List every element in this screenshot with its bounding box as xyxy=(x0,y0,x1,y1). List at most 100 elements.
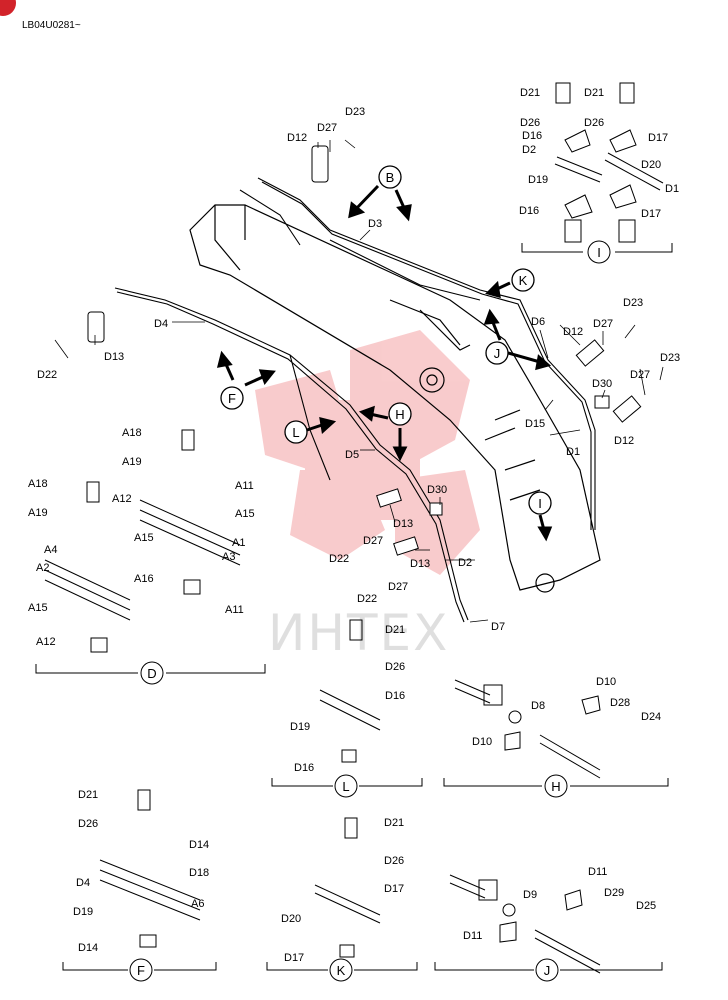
svg-text:D21: D21 xyxy=(78,789,98,801)
callout-markers xyxy=(220,165,552,515)
document-code: LB04U0281~ xyxy=(22,20,81,31)
svg-text:D21: D21 xyxy=(520,87,540,99)
main-part-labels: D12 D27 D23 D3 D4 D13 D22 D5 D30 D13 D22… xyxy=(37,106,680,633)
svg-text:A15: A15 xyxy=(134,532,154,544)
svg-text:K: K xyxy=(337,963,346,978)
svg-text:D11: D11 xyxy=(463,930,482,942)
svg-text:D16: D16 xyxy=(519,205,539,217)
svg-text:A15: A15 xyxy=(235,508,255,520)
svg-text:D21: D21 xyxy=(385,624,405,636)
svg-text:A12: A12 xyxy=(112,493,132,505)
svg-text:D24: D24 xyxy=(641,711,661,723)
svg-text:D27: D27 xyxy=(317,122,337,134)
svg-text:D1: D1 xyxy=(665,183,679,195)
svg-text:A11: A11 xyxy=(235,480,254,492)
svg-text:D14: D14 xyxy=(78,942,98,954)
callout-J xyxy=(485,341,509,365)
svg-text:D27: D27 xyxy=(593,318,613,330)
watermark-text: ИНТЕХ xyxy=(268,604,450,662)
svg-text:D12: D12 xyxy=(563,326,583,338)
svg-text:D4: D4 xyxy=(76,877,90,889)
detail-view-H: H D10 D28 D24 D8 D10 xyxy=(443,676,669,798)
svg-text:D: D xyxy=(147,666,156,681)
svg-text:D22: D22 xyxy=(37,369,57,381)
callout-B xyxy=(378,165,402,189)
svg-text:D20: D20 xyxy=(281,913,301,925)
svg-text:D11: D11 xyxy=(588,866,607,878)
svg-text:L: L xyxy=(342,779,349,794)
svg-text:D23: D23 xyxy=(345,106,365,118)
svg-text:D26: D26 xyxy=(385,661,405,673)
svg-text:D26: D26 xyxy=(584,117,604,129)
svg-text:D1: D1 xyxy=(566,446,580,458)
detail-view-F: F D21 D26 D14 D18 D4 A6 D19 D14 xyxy=(62,789,217,982)
svg-text:I: I xyxy=(597,245,601,260)
svg-text:D26: D26 xyxy=(384,855,404,867)
svg-text:D17: D17 xyxy=(641,208,661,220)
callout-K xyxy=(511,268,535,292)
svg-text:A19: A19 xyxy=(122,456,142,468)
svg-text:D26: D26 xyxy=(520,117,540,129)
svg-text:D16: D16 xyxy=(522,130,542,142)
svg-text:D4: D4 xyxy=(154,318,168,330)
svg-text:D16: D16 xyxy=(385,690,405,702)
svg-text:D21: D21 xyxy=(384,817,404,829)
page-corner-badge xyxy=(0,0,16,16)
svg-text:D17: D17 xyxy=(384,883,404,895)
direction-arrows xyxy=(216,184,553,542)
svg-text:D10: D10 xyxy=(472,736,492,748)
detail-view-J: J D11 D9 D29 D25 D11 xyxy=(434,866,663,982)
svg-text:A1: A1 xyxy=(232,537,245,549)
svg-text:D23: D23 xyxy=(623,297,643,309)
svg-text:D6: D6 xyxy=(531,316,545,328)
svg-text:D28: D28 xyxy=(610,697,630,709)
svg-text:D17: D17 xyxy=(648,132,668,144)
svg-text:D14: D14 xyxy=(189,839,209,851)
svg-text:D18: D18 xyxy=(189,867,209,879)
callout-letters: B K J F L H I xyxy=(228,170,542,511)
svg-text:D3: D3 xyxy=(368,218,382,230)
svg-text:H: H xyxy=(551,779,560,794)
boom-assembly xyxy=(189,204,601,593)
svg-text:D5: D5 xyxy=(345,449,359,461)
watermark-logo xyxy=(255,330,480,575)
svg-text:D10: D10 xyxy=(596,676,616,688)
svg-text:D12: D12 xyxy=(614,435,634,447)
svg-text:D25: D25 xyxy=(636,900,656,912)
svg-text:B: B xyxy=(386,170,395,185)
detail-view-I: I D21 D21 D26 D26 D16 D17 D2 D20 D19 D1 … xyxy=(519,82,679,264)
svg-text:J: J xyxy=(544,963,551,978)
svg-text:D13: D13 xyxy=(104,351,124,363)
svg-text:D13: D13 xyxy=(393,518,413,530)
svg-text:H: H xyxy=(395,407,404,422)
svg-text:D8: D8 xyxy=(531,700,545,712)
svg-text:D16: D16 xyxy=(294,762,314,774)
svg-text:D21: D21 xyxy=(584,87,604,99)
callout-H xyxy=(388,402,412,426)
svg-text:D23: D23 xyxy=(660,352,680,364)
svg-text:A6: A6 xyxy=(191,898,204,910)
detail-view-L: L D21 D26 D16 D19 D16 xyxy=(271,619,423,798)
svg-text:D2: D2 xyxy=(522,144,536,156)
svg-text:D19: D19 xyxy=(73,906,93,918)
svg-text:D30: D30 xyxy=(427,484,447,496)
svg-text:D27: D27 xyxy=(388,581,408,593)
svg-text:D27: D27 xyxy=(363,535,383,547)
svg-text:D20: D20 xyxy=(641,159,661,171)
svg-text:A3: A3 xyxy=(222,551,235,563)
svg-text:D26: D26 xyxy=(78,818,98,830)
svg-text:D2: D2 xyxy=(458,557,472,569)
svg-text:D9: D9 xyxy=(523,889,537,901)
svg-text:K: K xyxy=(519,273,528,288)
svg-text:D27: D27 xyxy=(630,369,650,381)
detail-view-K: K D21 D26 D17 D20 D17 xyxy=(266,817,418,982)
svg-text:A19: A19 xyxy=(28,507,48,519)
svg-text:D29: D29 xyxy=(604,887,624,899)
svg-text:A18: A18 xyxy=(28,478,48,490)
svg-text:D19: D19 xyxy=(290,721,310,733)
svg-text:D15: D15 xyxy=(525,418,545,430)
svg-text:A4: A4 xyxy=(44,544,57,556)
svg-text:D22: D22 xyxy=(357,593,377,605)
svg-text:I: I xyxy=(538,496,542,511)
